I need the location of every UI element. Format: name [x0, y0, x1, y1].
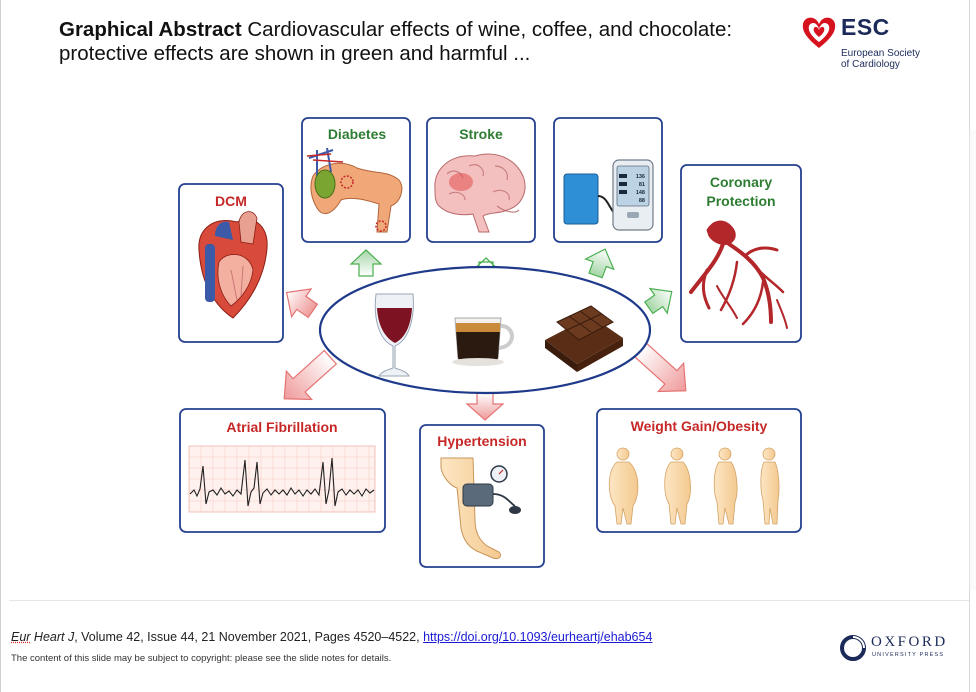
label-hypertension: Hypertension: [437, 433, 526, 449]
box-blood-pressure: 136 81 148 88: [553, 117, 663, 243]
arrow-atrial-fibrillation: [283, 349, 338, 401]
label-stroke: Stroke: [459, 126, 503, 142]
citation-journal-rest: Heart J: [30, 630, 75, 644]
citation: Eur Heart J, Volume 42, Issue 44, 21 Nov…: [11, 630, 652, 644]
label-weight: Weight Gain/Obesity: [631, 418, 768, 434]
label-dcm: DCM: [215, 193, 247, 209]
esc-wordmark: ESC: [841, 14, 890, 40]
esc-subtitle-1: European Society: [841, 48, 920, 59]
arrow-diabetes: [349, 249, 383, 277]
box-coronary: Coronary Protection: [680, 164, 802, 343]
arrow-coronary: [643, 287, 673, 315]
silhouette-2: [664, 447, 691, 525]
footer-divider: [9, 600, 969, 601]
wine-glass-icon: [374, 293, 414, 377]
silhouette-3: [713, 447, 738, 525]
arrow-hypertension: [465, 392, 505, 421]
arrow-weight: [632, 341, 687, 393]
brain-icon: [434, 153, 526, 233]
oxford-logo: OXFORD UNIVERSITY PRESS: [839, 634, 959, 662]
box-weight: Weight Gain/Obesity: [596, 408, 802, 533]
esc-subtitle-2: of Cardiology: [841, 59, 900, 70]
chocolate-icon: [545, 305, 623, 372]
bp-reading-2: 81: [639, 182, 645, 188]
citation-details: , Volume 42, Issue 44, 21 November 2021,…: [74, 630, 424, 644]
label-atrial-fibrillation: Atrial Fibrillation: [226, 419, 337, 435]
citation-journal: Eur: [11, 630, 31, 644]
ecg-trace-icon: [188, 445, 376, 513]
label-coronary-line1: Coronary: [710, 174, 772, 190]
box-diabetes: Diabetes: [301, 117, 411, 243]
doi-link[interactable]: https://doi.org/10.1093/eurheartj/ehab65…: [423, 630, 653, 644]
copyright-notice: The content of this slide may be subject…: [11, 653, 392, 664]
arrow-dcm: [285, 288, 319, 319]
arm-cuff-icon: [440, 457, 521, 559]
bp-reading-3: 148: [636, 190, 645, 196]
esc-logo: ESC European Society of Cardiology: [801, 14, 941, 74]
esc-heart-icon: [802, 17, 836, 48]
body-silhouettes-icon: [608, 447, 780, 525]
pancreas-icon: [306, 147, 403, 233]
oxford-emblem-icon: [840, 635, 866, 661]
box-dcm: DCM: [178, 183, 284, 343]
arrow-blood-pressure: [584, 248, 615, 279]
slide-title: Graphical Abstract Cardiovascular effect…: [59, 18, 749, 66]
bp-reading-4: 88: [639, 198, 645, 204]
box-stroke: Stroke: [426, 117, 536, 243]
oxford-wordmark: OXFORD: [871, 634, 948, 650]
silhouette-4: [760, 447, 780, 525]
bp-reading-1: 136: [636, 174, 645, 180]
title-text: Cardiovascular effects of wine, coffee, …: [59, 18, 733, 65]
box-atrial-fibrillation: Atrial Fibrillation: [179, 408, 386, 533]
box-hypertension: Hypertension: [419, 424, 545, 568]
label-diabetes: Diabetes: [328, 126, 387, 142]
scroll-track[interactable]: [969, 130, 976, 590]
title-bold: Graphical Abstract: [59, 18, 242, 41]
label-coronary-line2: Protection: [706, 193, 775, 209]
silhouette-1: [608, 447, 639, 525]
coffee-cup-icon: [452, 317, 514, 366]
coronary-artery-icon: [689, 220, 788, 329]
heart-icon: [198, 211, 268, 319]
oxford-subtitle: UNIVERSITY PRESS: [872, 652, 945, 658]
blood-pressure-monitor-icon: 136 81 148 88: [563, 159, 654, 231]
